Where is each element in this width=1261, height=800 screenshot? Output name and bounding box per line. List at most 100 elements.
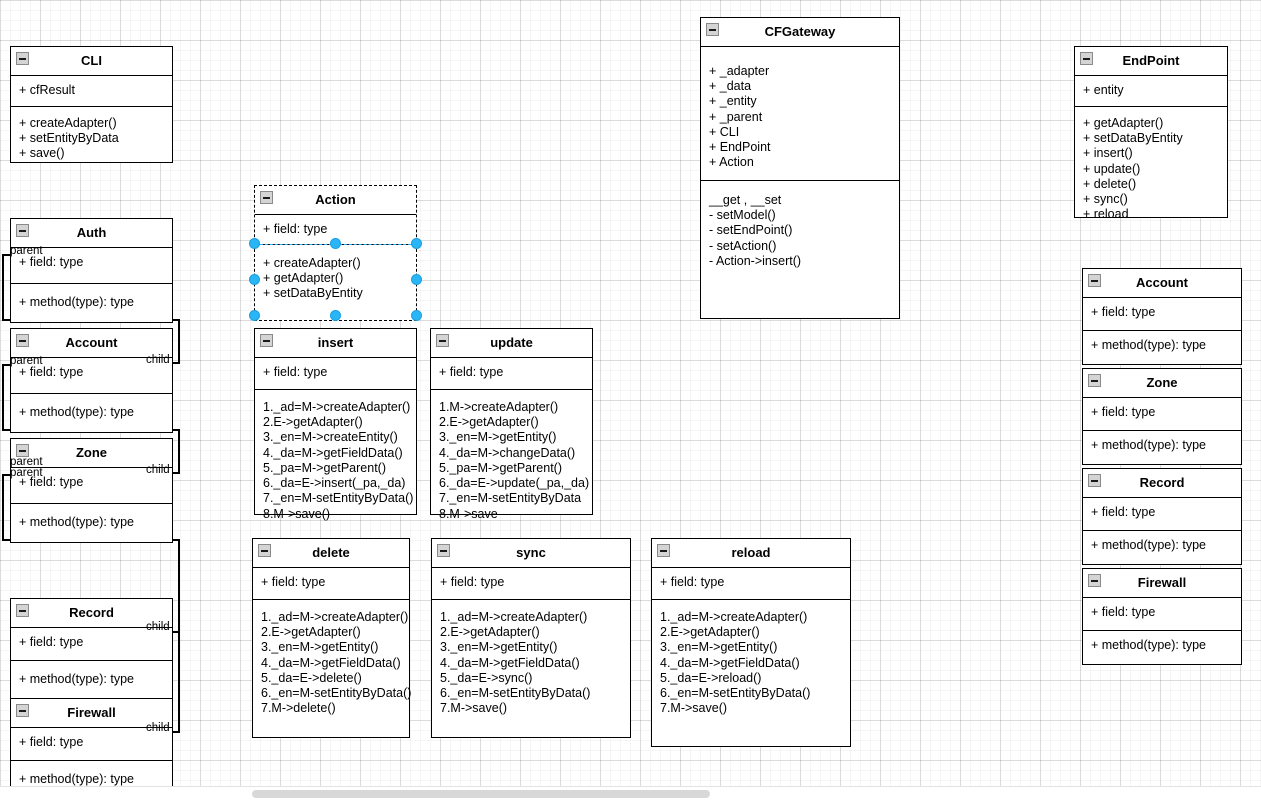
connector-segment [2, 364, 4, 430]
method-row: + setDataByEntity [263, 286, 363, 301]
class-methods: + method(type): type [11, 283, 172, 322]
collapse-minus-icon[interactable] [16, 334, 29, 347]
class-attributes: + field: type [432, 567, 630, 600]
collapse-minus-icon[interactable] [1080, 52, 1093, 65]
method-row: + method(type): type [19, 771, 134, 786]
edge-label-parent-zone-a: parent [10, 456, 43, 468]
class-box-reload[interactable]: reload + field: type 1._ad=M->createAdap… [651, 538, 851, 747]
class-title: sync [516, 545, 546, 560]
scrollbar-thumb[interactable] [252, 790, 710, 798]
method-row: 6._en=M-setEntityByData() [440, 686, 591, 701]
resize-handle-bottom-center[interactable] [330, 310, 341, 321]
class-header-firewall-right: Firewall [1083, 569, 1241, 598]
method-row: 2.E->getAdapter() [439, 415, 539, 430]
method-row: 8.M->save [439, 506, 498, 521]
method-row: - setAction() [709, 238, 777, 253]
class-methods: __get , __set - setModel() - setEndPoint… [701, 180, 899, 317]
class-box-firewall-left[interactable]: Firewall + field: type + method(type): t… [10, 698, 173, 800]
method-row: + method(type): type [1091, 637, 1206, 652]
class-header-record-right: Record [1083, 469, 1241, 498]
horizontal-scrollbar[interactable] [0, 786, 1261, 800]
class-attributes: + _adapter + _data + _entity + _parent +… [701, 46, 899, 181]
resize-handle-top-left[interactable] [249, 238, 260, 249]
class-header-zone-right: Zone [1083, 369, 1241, 398]
class-box-update[interactable]: update + field: type 1.M->createAdapter(… [430, 328, 593, 521]
resize-handle-middle-left[interactable] [249, 274, 260, 285]
class-box-account-right[interactable]: Account + field: type + method(type): ty… [1082, 268, 1242, 365]
class-title: CLI [81, 53, 102, 68]
class-box-record-right[interactable]: Record + field: type + method(type): typ… [1082, 468, 1242, 565]
collapse-minus-icon[interactable] [16, 224, 29, 237]
class-methods: + method(type): type [11, 503, 172, 542]
collapse-minus-icon[interactable] [436, 334, 449, 347]
class-box-endpoint[interactable]: EndPoint + entity + getAdapter() + setDa… [1074, 46, 1228, 221]
class-methods: + createAdapter() + getAdapter() + setDa… [255, 244, 416, 315]
attribute-row: + CLI [709, 124, 740, 139]
class-methods: + method(type): type [1083, 330, 1241, 364]
method-row: 2.E->getAdapter() [440, 625, 540, 640]
resize-handle-top-center[interactable] [330, 238, 341, 249]
class-methods: + method(type): type [1083, 430, 1241, 464]
collapse-minus-icon[interactable] [1088, 274, 1101, 287]
class-attributes: + entity [1075, 75, 1227, 107]
class-methods: 1._ad=M->createAdapter() 2.E->getAdapter… [253, 599, 411, 737]
resize-handle-middle-right[interactable] [411, 274, 422, 285]
resize-handle-top-right[interactable] [411, 238, 422, 249]
class-box-record-left[interactable]: Record + field: type + method(type): typ… [10, 598, 173, 700]
connector-segment [168, 362, 180, 364]
resize-handle-bottom-left[interactable] [249, 310, 260, 321]
method-row: + createAdapter() [19, 115, 117, 130]
connector-segment [178, 429, 180, 473]
class-header-insert: insert [255, 329, 416, 358]
class-box-zone-left[interactable]: Zone + field: type + method(type): type [10, 438, 173, 543]
method-row: + setDataByEntity [1083, 131, 1183, 146]
connector-segment [168, 472, 180, 474]
class-box-auth[interactable]: Auth + field: type + method(type): type [10, 218, 173, 323]
class-attributes: + cfResult [11, 75, 172, 107]
collapse-minus-icon[interactable] [16, 704, 29, 717]
collapse-minus-icon[interactable] [260, 191, 273, 204]
class-box-cli[interactable]: CLI + cfResult + createAdapter() + setEn… [10, 46, 173, 163]
class-header-update: update [431, 329, 592, 358]
class-title: update [490, 335, 533, 350]
method-row: + reload [1083, 207, 1129, 222]
class-attributes: + field: type [1083, 497, 1241, 531]
class-box-action[interactable]: Action + field: type + createAdapter() +… [254, 185, 417, 321]
collapse-minus-icon[interactable] [437, 544, 450, 557]
method-row: + getAdapter() [263, 271, 344, 286]
class-attributes: + field: type [11, 467, 172, 504]
resize-handle-bottom-right[interactable] [411, 310, 422, 321]
class-box-account-left[interactable]: Account + field: type + method(type): ty… [10, 328, 173, 433]
collapse-minus-icon[interactable] [260, 334, 273, 347]
connector-segment [2, 474, 4, 540]
collapse-minus-icon[interactable] [657, 544, 670, 557]
class-title: Account [1136, 275, 1188, 290]
attribute-row: + _parent [709, 109, 763, 124]
collapse-minus-icon[interactable] [1088, 474, 1101, 487]
method-row: - setEndPoint() [709, 223, 793, 238]
collapse-minus-icon[interactable] [706, 23, 719, 36]
method-row: 7._en=M-setEntityByData [439, 491, 582, 506]
class-box-insert[interactable]: insert + field: type 1._ad=M->createAdap… [254, 328, 417, 521]
method-row: + createAdapter() [263, 255, 361, 270]
collapse-minus-icon[interactable] [16, 444, 29, 457]
attribute-row: + field: type [1091, 504, 1156, 519]
attribute-row: + field: type [19, 474, 84, 489]
collapse-minus-icon[interactable] [16, 52, 29, 65]
collapse-minus-icon[interactable] [1088, 574, 1101, 587]
collapse-minus-icon[interactable] [16, 604, 29, 617]
class-box-cfgateway[interactable]: CFGateway + _adapter + _data + _entity +… [700, 17, 900, 319]
method-row: 5._da=E->sync() [440, 670, 533, 685]
class-attributes: + field: type [1083, 397, 1241, 431]
class-box-zone-right[interactable]: Zone + field: type + method(type): type [1082, 368, 1242, 465]
method-row: 7.M->save() [660, 701, 728, 716]
class-box-delete[interactable]: delete + field: type 1._ad=M->createAdap… [252, 538, 411, 738]
attribute-row: + field: type [19, 364, 84, 379]
class-box-firewall-right[interactable]: Firewall + field: type + method(type): t… [1082, 568, 1242, 665]
connector-segment [168, 631, 180, 633]
collapse-minus-icon[interactable] [258, 544, 271, 557]
class-box-sync[interactable]: sync + field: type 1._ad=M->createAdapte… [431, 538, 631, 738]
class-methods: 1._ad=M->createAdapter() 2.E->getAdapter… [652, 599, 850, 746]
collapse-minus-icon[interactable] [1088, 374, 1101, 387]
